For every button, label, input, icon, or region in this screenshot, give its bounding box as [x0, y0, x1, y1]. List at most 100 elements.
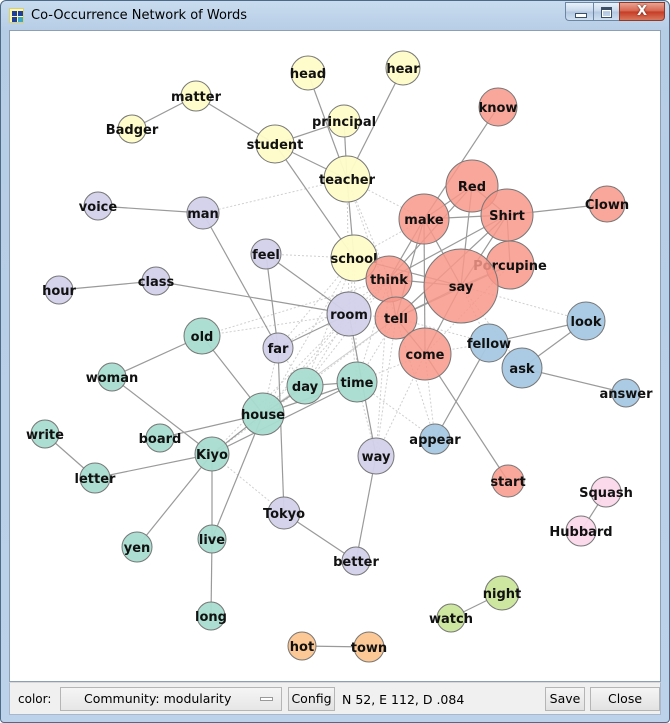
node-circle[interactable] — [419, 423, 451, 455]
node-circle[interactable] — [117, 114, 147, 144]
node-circle[interactable] — [398, 193, 450, 245]
node-ask[interactable]: ask — [501, 347, 543, 389]
node-circle[interactable] — [501, 347, 543, 389]
node-circle[interactable] — [83, 191, 113, 221]
node-room[interactable]: room — [326, 291, 372, 337]
node-circle[interactable] — [290, 55, 326, 91]
node-look[interactable]: look — [566, 301, 606, 341]
node-circle[interactable] — [385, 50, 421, 86]
node-way[interactable]: way — [357, 437, 395, 475]
node-matter[interactable]: matter — [171, 80, 222, 112]
node-make[interactable]: make — [398, 193, 450, 245]
node-circle[interactable] — [250, 238, 282, 270]
node-day[interactable]: day — [286, 367, 324, 405]
node-circle[interactable] — [323, 155, 371, 203]
node-circle[interactable] — [588, 185, 626, 223]
node-circle[interactable] — [336, 361, 378, 403]
node-feel[interactable]: feel — [250, 238, 282, 270]
node-circle[interactable] — [484, 575, 520, 611]
node-man[interactable]: man — [186, 196, 220, 230]
node-start[interactable]: start — [490, 464, 526, 498]
node-woman[interactable]: woman — [86, 362, 139, 392]
node-circle[interactable] — [180, 80, 212, 112]
close-button[interactable]: Close — [590, 687, 660, 711]
node-hour[interactable]: hour — [42, 275, 77, 305]
minimize-button[interactable] — [565, 2, 593, 21]
node-circle[interactable] — [255, 124, 295, 164]
node-Hubbard[interactable]: Hubbard — [549, 515, 613, 547]
node-circle[interactable] — [330, 234, 378, 282]
node-appear[interactable]: appear — [409, 423, 461, 455]
maximize-button[interactable] — [593, 2, 619, 21]
color-mode-select[interactable]: Community: modularity — [60, 687, 282, 711]
node-old[interactable]: old — [183, 317, 221, 355]
node-circle[interactable] — [374, 296, 418, 340]
node-Shirt[interactable]: Shirt — [480, 188, 534, 242]
save-button[interactable]: Save — [545, 687, 585, 711]
node-night[interactable]: night — [483, 575, 522, 611]
node-circle[interactable] — [566, 301, 606, 341]
node-circle[interactable] — [197, 524, 227, 554]
node-circle[interactable] — [141, 266, 171, 296]
node-hot[interactable]: hot — [287, 631, 317, 661]
close-window-button[interactable]: X — [619, 2, 665, 21]
node-teacher[interactable]: teacher — [319, 155, 376, 203]
node-think[interactable]: think — [365, 255, 413, 303]
node-write[interactable]: write — [26, 419, 64, 449]
node-say[interactable]: say — [423, 248, 499, 324]
node-Tokyo[interactable]: Tokyo — [263, 496, 305, 530]
node-watch[interactable]: watch — [429, 603, 473, 633]
node-circle[interactable] — [194, 436, 230, 472]
node-Squash[interactable]: Squash — [579, 476, 633, 508]
node-time[interactable]: time — [336, 361, 378, 403]
node-circle[interactable] — [469, 323, 509, 363]
node-circle[interactable] — [183, 317, 221, 355]
node-circle[interactable] — [590, 476, 622, 508]
node-live[interactable]: live — [197, 524, 227, 554]
node-come[interactable]: come — [398, 327, 452, 381]
node-tell[interactable]: tell — [374, 296, 418, 340]
node-Red[interactable]: Red — [445, 159, 499, 213]
config-button[interactable]: Config — [288, 687, 335, 711]
node-circle[interactable] — [445, 159, 499, 213]
node-circle[interactable] — [262, 332, 294, 364]
node-letter[interactable]: letter — [75, 462, 117, 494]
node-circle[interactable] — [44, 275, 74, 305]
node-town[interactable]: town — [351, 631, 387, 663]
node-circle[interactable] — [423, 248, 499, 324]
node-long[interactable]: long — [195, 601, 227, 631]
node-better[interactable]: better — [333, 546, 379, 576]
node-fellow[interactable]: fellow — [467, 323, 511, 363]
node-circle[interactable] — [436, 603, 466, 633]
title-bar[interactable]: Co-Occurrence Network of Words X — [1, 1, 669, 31]
node-circle[interactable] — [565, 515, 597, 547]
node-far[interactable]: far — [262, 332, 294, 364]
node-circle[interactable] — [79, 462, 111, 494]
node-voice[interactable]: voice — [79, 191, 118, 221]
node-circle[interactable] — [353, 631, 385, 663]
node-know[interactable]: know — [478, 87, 518, 127]
node-board[interactable]: board — [139, 423, 182, 453]
node-circle[interactable] — [326, 291, 372, 337]
node-house[interactable]: house — [241, 392, 285, 436]
node-school[interactable]: school — [330, 234, 378, 282]
node-yen[interactable]: yen — [121, 531, 153, 563]
node-circle[interactable] — [327, 104, 361, 138]
node-hear[interactable]: hear — [385, 50, 421, 86]
node-answer[interactable]: answer — [599, 378, 653, 408]
node-circle[interactable] — [611, 378, 641, 408]
node-circle[interactable] — [267, 496, 301, 530]
node-circle[interactable] — [286, 367, 324, 405]
node-circle[interactable] — [97, 362, 127, 392]
node-circle[interactable] — [30, 419, 60, 449]
node-circle[interactable] — [478, 87, 518, 127]
node-circle[interactable] — [241, 392, 285, 436]
node-circle[interactable] — [196, 601, 226, 631]
node-circle[interactable] — [121, 531, 153, 563]
node-Badger[interactable]: Badger — [106, 114, 159, 144]
node-Kiyo[interactable]: Kiyo — [194, 436, 230, 472]
node-head[interactable]: head — [290, 55, 326, 91]
node-student[interactable]: student — [247, 124, 304, 164]
node-circle[interactable] — [357, 437, 395, 475]
